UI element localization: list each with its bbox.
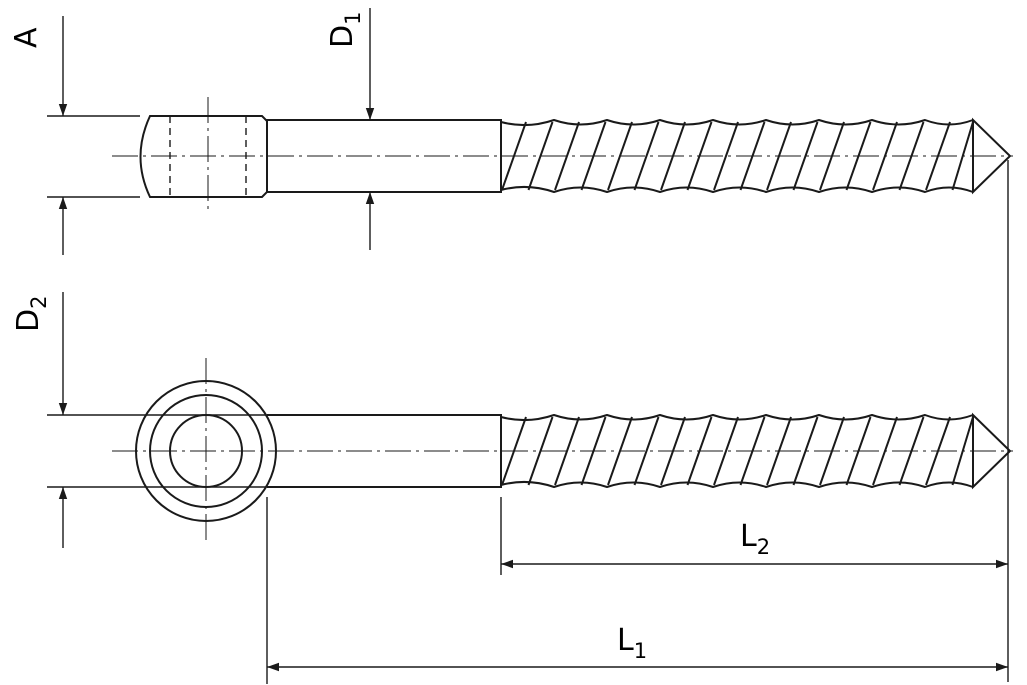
label-d2: D2 xyxy=(11,296,51,332)
thread-top-edge xyxy=(500,118,974,126)
dimension-l2 xyxy=(500,160,1009,682)
dimension-a xyxy=(47,16,140,255)
front-view xyxy=(112,358,1013,540)
label-l1-sub: 1 xyxy=(634,639,647,663)
dimension-l1 xyxy=(266,497,1008,684)
thread-flank-line xyxy=(792,121,819,191)
thread-bottom-edge xyxy=(500,481,974,489)
label-l1-main: L xyxy=(617,623,634,658)
thread-bottom-edge xyxy=(500,186,974,194)
thread-flank-line xyxy=(527,416,554,486)
dimension-d2 xyxy=(47,292,267,548)
label-l1: L1 xyxy=(617,623,647,663)
label-l2: L2 xyxy=(740,519,770,559)
thread-flank-line xyxy=(633,416,660,486)
label-d1-sub: 1 xyxy=(341,12,365,25)
label-l2-main: L xyxy=(740,519,757,554)
front-view-thread xyxy=(500,412,1012,490)
dimension-lines xyxy=(47,8,1009,684)
thread-flank-line xyxy=(713,121,739,191)
thread-flank-line xyxy=(527,121,554,191)
label-l2-sub: 2 xyxy=(757,535,770,559)
label-d2-sub: 2 xyxy=(27,296,51,309)
front-view-centerlines xyxy=(112,358,1013,540)
label-d1-main: D xyxy=(325,25,360,48)
thread-flank-line xyxy=(792,416,819,486)
side-view-shank xyxy=(266,119,502,193)
label-d1: D1 xyxy=(325,12,365,48)
label-a: A xyxy=(9,27,44,48)
side-view xyxy=(112,97,1013,214)
thread-top-edge xyxy=(500,413,974,421)
label-d2-main: D xyxy=(11,309,46,332)
thread-flank-line xyxy=(713,416,739,486)
side-view-centerlines xyxy=(112,97,1013,214)
thread-flank-line xyxy=(633,121,660,191)
